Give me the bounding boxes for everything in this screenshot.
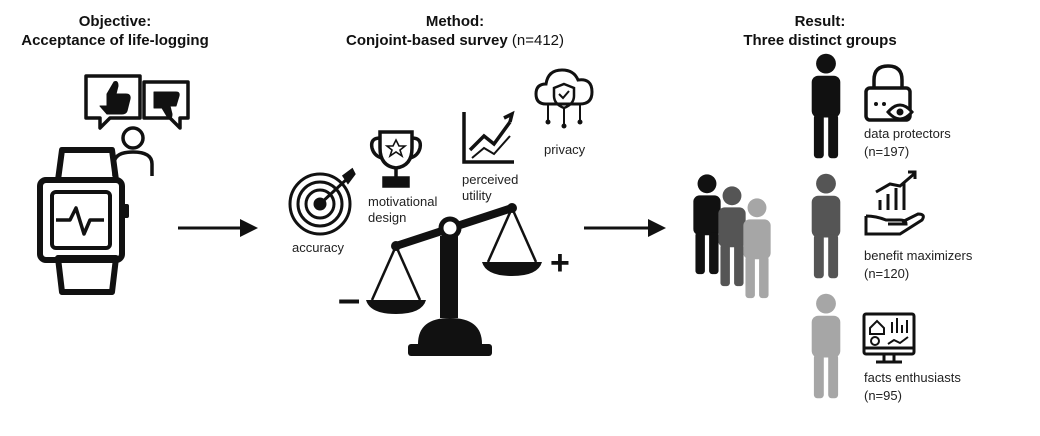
label-perceived: perceived: [462, 172, 519, 187]
arrow-right-icon: [584, 219, 666, 237]
trophy-icon: [369, 130, 423, 188]
label-privacy: privacy: [544, 142, 586, 157]
objective-title: Objective: Acceptance of life-logging: [0, 12, 230, 50]
label-design: design: [368, 210, 407, 225]
result-title: Result: Three distinct groups: [700, 12, 940, 50]
objective-subheading: Acceptance of life-logging: [21, 32, 209, 49]
group-label-benefit-maximizers: benefit maximizers: [864, 248, 973, 263]
method-heading: Method:: [425, 13, 485, 30]
plus-sign: +: [550, 244, 570, 282]
objective-heading: Objective:: [78, 13, 152, 30]
method-subheading: Conjoint-based survey: [346, 32, 508, 49]
method-sample: (n=412): [511, 32, 564, 49]
user-icon: [112, 126, 154, 176]
lock-eye-icon: [864, 64, 914, 122]
method-subheading-line: Conjoint-based survey (n=412): [290, 31, 620, 50]
method-title: Method: Conjoint-based survey (n=412): [290, 12, 620, 50]
group-label-data-protectors: data protectors: [864, 126, 951, 141]
group-count-data-protectors: (n=197): [864, 144, 910, 159]
label-motivational: motivational: [368, 194, 438, 209]
target-icon: [288, 167, 356, 236]
growth-chart-icon: [462, 110, 515, 164]
arrow-right-icon: [178, 219, 258, 237]
person-icon-benefit-maximizers: [811, 173, 841, 279]
group-label-facts-enthusiasts: facts enthusiasts: [864, 370, 961, 385]
smartwatch-icon: [37, 147, 129, 295]
label-accuracy: accuracy: [292, 240, 345, 255]
minus-sign: –: [338, 277, 360, 321]
person-icon-facts-enthusiasts: [811, 293, 841, 399]
hand-growth-icon: [864, 170, 925, 236]
group-count-benefit-maximizers: (n=120): [864, 266, 910, 281]
result-subheading: Three distinct groups: [743, 32, 897, 49]
balance-scale-icon: [366, 203, 542, 356]
group-count-facts-enthusiasts: (n=95): [864, 388, 902, 403]
label-utility: utility: [462, 188, 492, 203]
people-group-icon: [693, 174, 771, 299]
feedback-bubbles-icon: [84, 74, 190, 130]
result-heading: Result:: [794, 13, 846, 30]
person-icon-data-protectors: [811, 53, 841, 159]
dashboard-monitor-icon: [862, 312, 916, 364]
cloud-shield-icon: [534, 68, 594, 129]
